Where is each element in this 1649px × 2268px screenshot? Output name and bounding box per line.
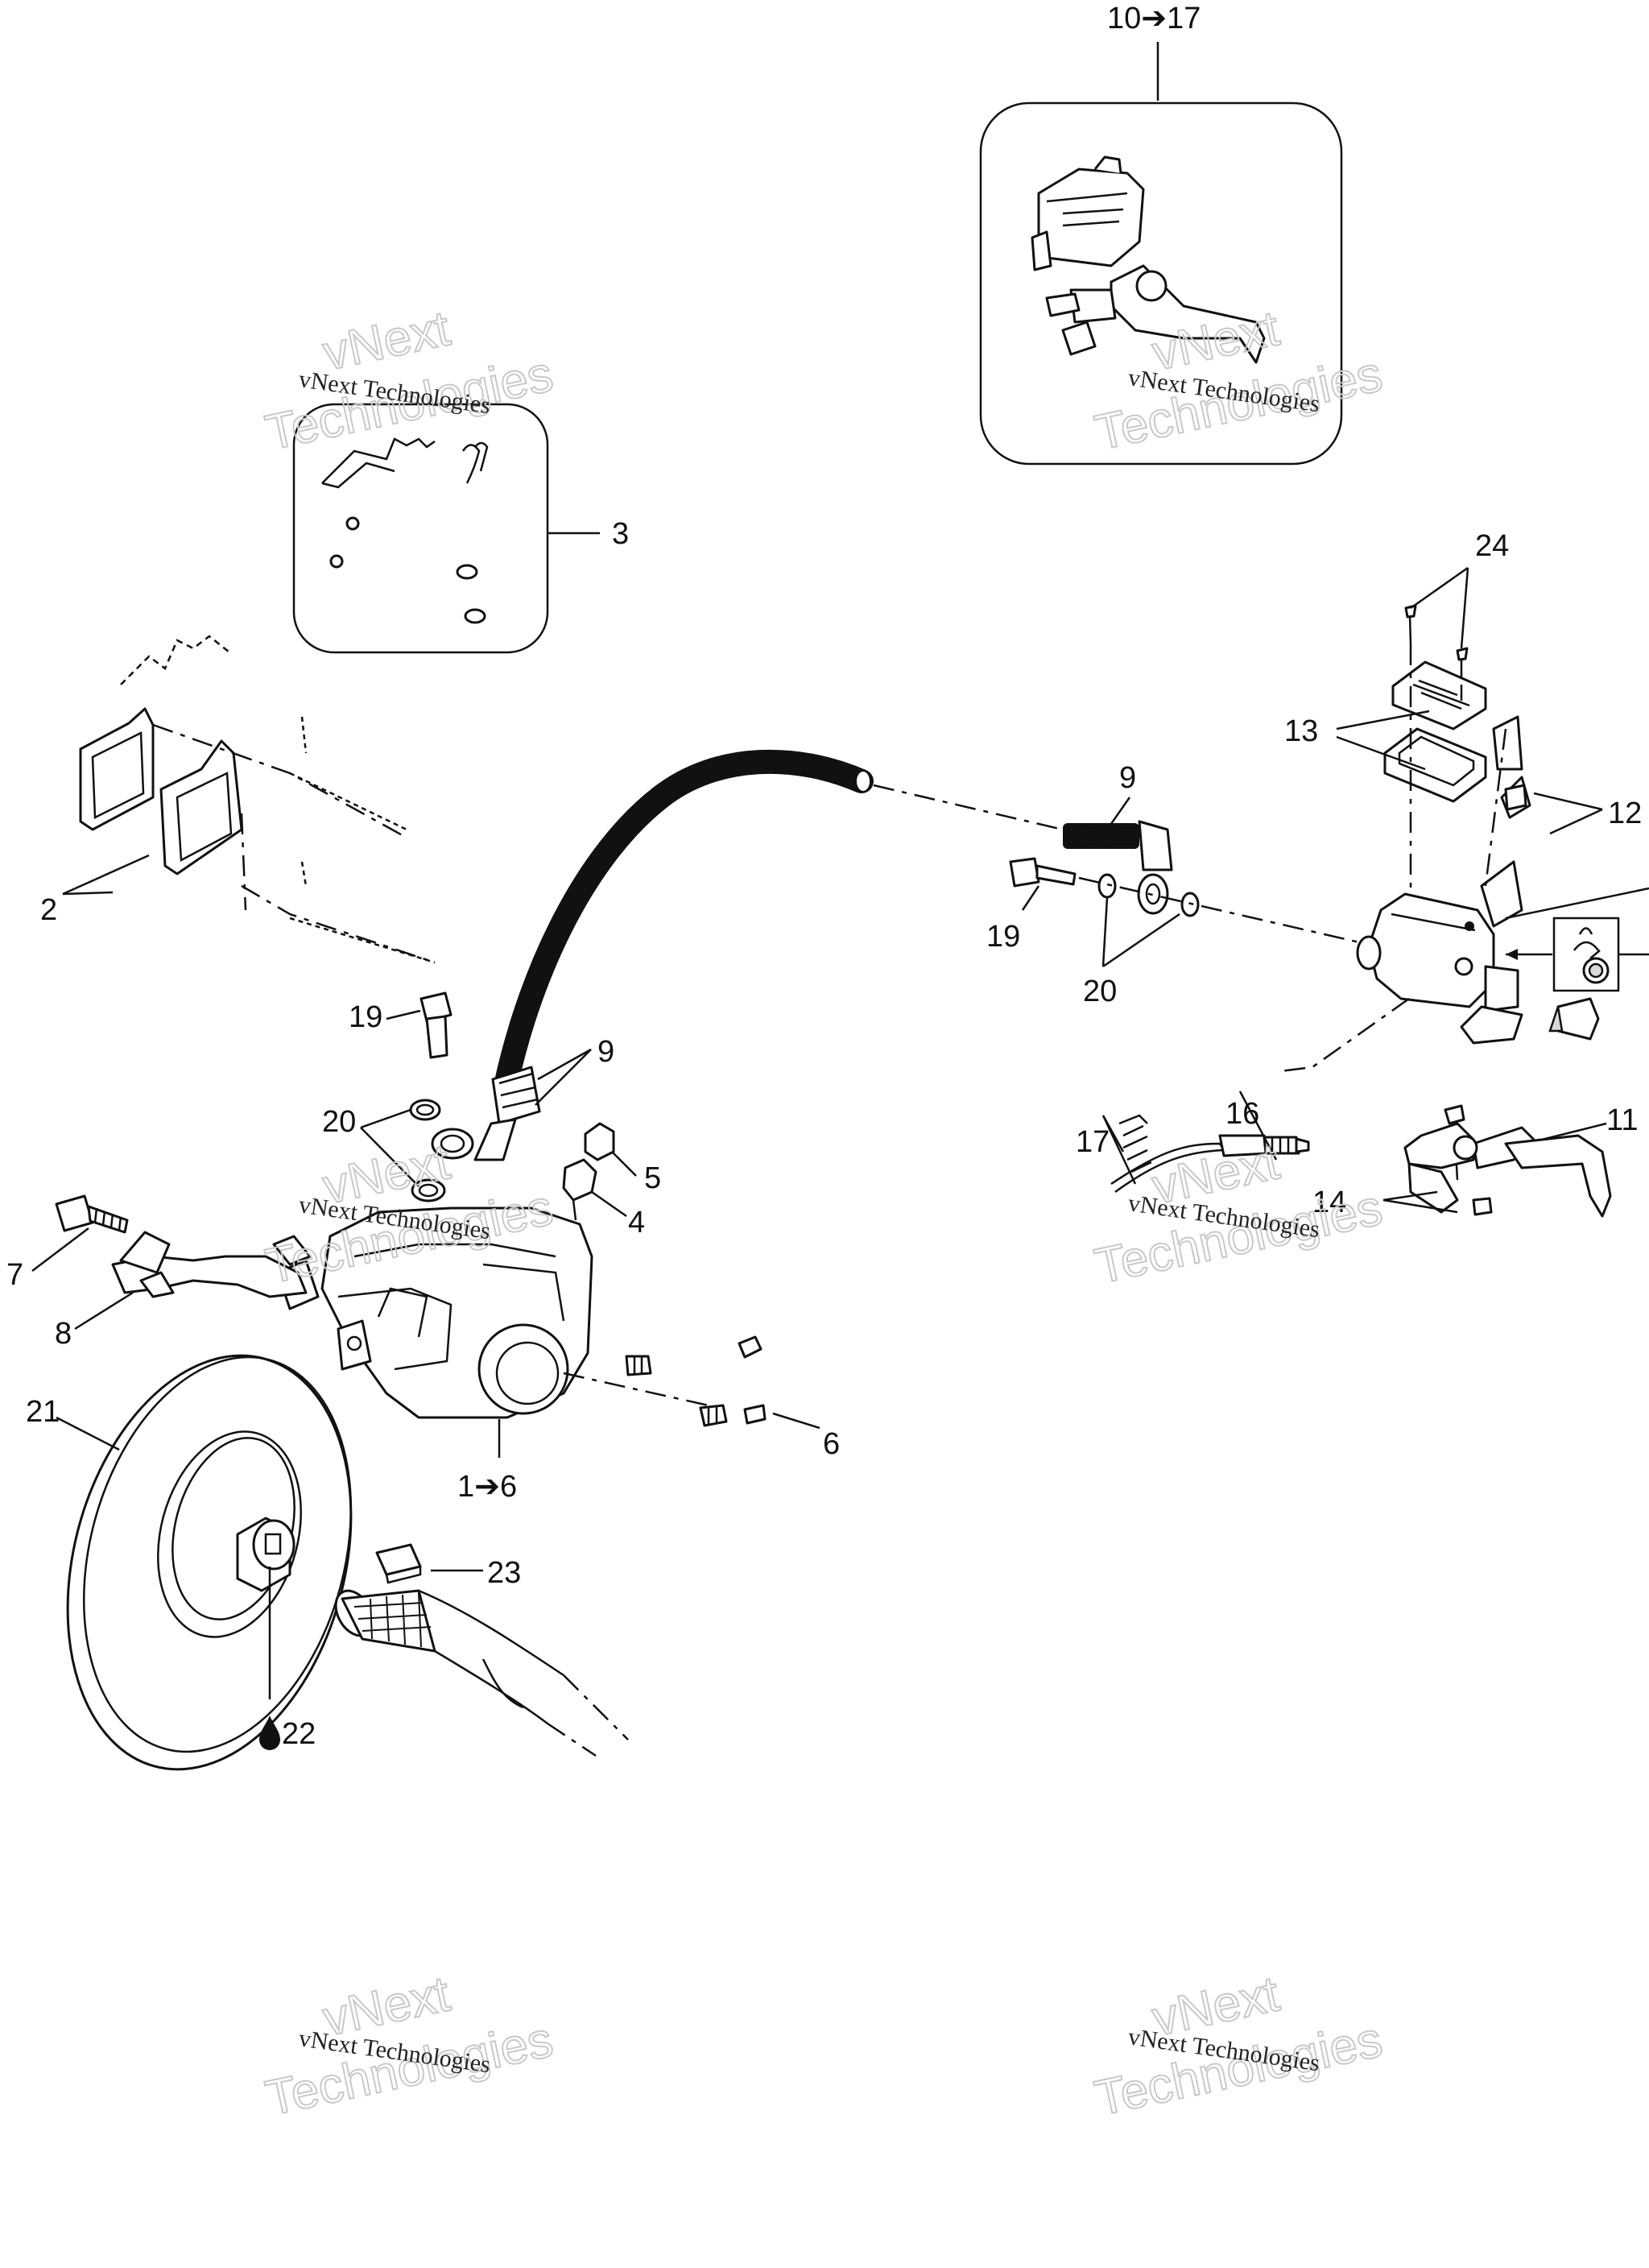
callout-17: 17 (1076, 1125, 1110, 1159)
leader-lines (31, 566, 1603, 1451)
callout-7: 7 (6, 1258, 23, 1292)
oil-drop-icon (259, 1715, 280, 1750)
brake-hose (431, 749, 1064, 1161)
callout-11: 11 (1606, 1103, 1638, 1137)
callouts: 10➔17 3 24 13 12 9 19 20 16 17 11 14 2 1… (6, 2, 1642, 1751)
callout-10-17: 10➔17 (1107, 2, 1201, 35)
callout-20-left: 20 (322, 1105, 356, 1139)
callout-3: 3 (612, 517, 629, 551)
callout-1-6: 1➔6 (457, 1470, 517, 1504)
callout-24: 24 (1475, 529, 1509, 563)
callout-21: 21 (26, 1395, 60, 1429)
callout-22: 22 (282, 1717, 316, 1751)
shaft-and-key (334, 1543, 629, 1757)
callout-23: 23 (487, 1556, 521, 1590)
callout-14: 14 (1312, 1186, 1346, 1219)
brake-disc (66, 1354, 353, 1771)
caliper-bracket (55, 1194, 312, 1298)
bleeder-valve (562, 1122, 615, 1221)
callout-6: 6 (823, 1427, 840, 1461)
callout-9-right: 9 (1119, 761, 1136, 795)
inset-master-cylinder (979, 42, 1343, 466)
callout-13: 13 (1284, 714, 1318, 748)
callout-5: 5 (644, 1161, 661, 1195)
callout-9-left: 9 (597, 1035, 614, 1069)
right-banjo-fitting (1009, 820, 1378, 948)
callout-19-right: 19 (986, 920, 1020, 954)
callout-12: 12 (1608, 797, 1642, 830)
brake-lever (1382, 1104, 1612, 1218)
watermark-top-left: vNext Technologies (260, 300, 558, 461)
master-cylinder (1279, 604, 1649, 1073)
brake-light-switch (1110, 1114, 1310, 1194)
brake-caliper (276, 1206, 593, 1458)
callout-2: 2 (40, 893, 57, 927)
callout-8: 8 (55, 1317, 72, 1351)
inset-pad-kit (292, 403, 600, 654)
left-banjo-bolt (409, 991, 453, 1202)
brake-line (563, 1331, 779, 1427)
watermarks: vNext Technologies vNext Technologies vN… (260, 300, 1387, 2127)
callout-19-left: 19 (349, 1000, 382, 1034)
brake-pads (62, 635, 436, 964)
callout-20-right: 20 (1083, 975, 1117, 1008)
watermark-bottom-left: vNext Technologies (260, 1965, 558, 2127)
callout-4: 4 (628, 1206, 645, 1240)
callout-16: 16 (1225, 1097, 1259, 1131)
